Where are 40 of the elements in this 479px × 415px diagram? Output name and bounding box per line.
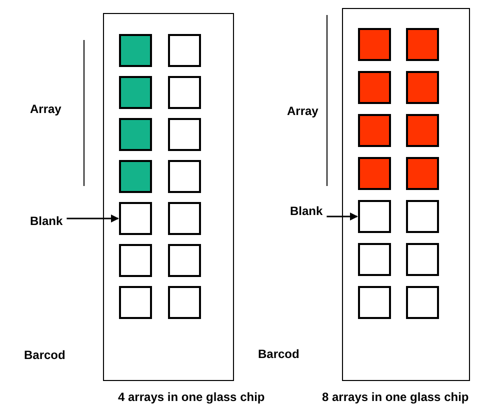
part-label: Array [287, 104, 318, 118]
blank-spot [406, 200, 439, 233]
blank-spot [358, 200, 391, 233]
arrow [326, 212, 358, 220]
chip-caption: 8 arrays in one glass chip [322, 390, 469, 404]
array-spot [119, 118, 152, 151]
blank-spot [168, 76, 201, 109]
blank-spot [406, 286, 439, 319]
array-spot [119, 34, 152, 67]
blank-spot [406, 243, 439, 276]
blank-spot [168, 34, 201, 67]
blank-spot [119, 286, 152, 319]
part-label: Barcod [24, 348, 66, 362]
array-spot [406, 114, 439, 147]
blank-spot [119, 244, 152, 277]
array-spot [406, 71, 439, 104]
blank-spot [358, 243, 391, 276]
array-spot [119, 160, 152, 193]
array-spot [406, 28, 439, 61]
blank-spot [168, 160, 201, 193]
array-spot [358, 28, 391, 61]
chip-caption: 4 arrays in one glass chip [118, 390, 265, 404]
array-spot [358, 114, 391, 147]
array-spot [358, 157, 391, 190]
arrow [66, 214, 119, 222]
part-label: Array [30, 102, 62, 116]
blank-spot [168, 118, 201, 151]
glass-chip [103, 13, 234, 381]
blank-spot [358, 286, 391, 319]
blank-spot [168, 244, 201, 277]
blank-spot [168, 202, 201, 235]
blank-spot [119, 202, 152, 235]
array-spot [406, 157, 439, 190]
blank-label: Blank [290, 204, 323, 218]
part-label: Barcod [258, 347, 300, 361]
blank-label: Blank [30, 214, 63, 228]
blank-spot [168, 286, 201, 319]
glass-chip [342, 8, 470, 381]
array-spot [358, 71, 391, 104]
array-spot [119, 76, 152, 109]
